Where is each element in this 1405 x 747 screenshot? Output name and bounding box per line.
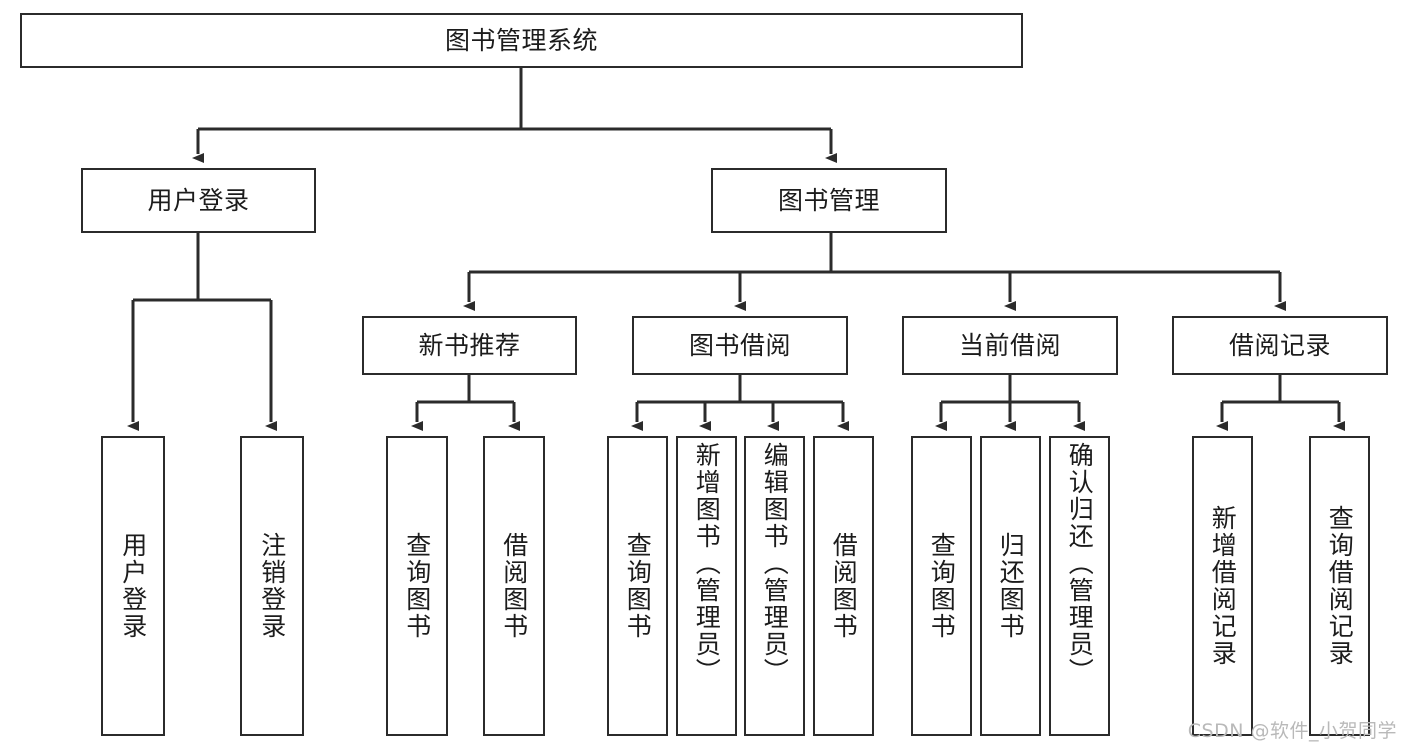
node-label: 查询图书 <box>623 532 653 640</box>
node-label: 当前借阅 <box>958 330 1061 360</box>
node-new-book-recommend[interactable]: 新书推荐 <box>362 316 577 375</box>
node-leaf-query-book-1[interactable]: 查询图书 <box>386 436 448 736</box>
node-label: 归还图书 <box>996 532 1026 640</box>
node-root-system[interactable]: 图书管理系统 <box>20 13 1023 68</box>
node-label: 图书管理系统 <box>444 25 598 55</box>
node-leaf-user-login[interactable]: 用户登录 <box>101 436 165 736</box>
node-leaf-add-record[interactable]: 新增借阅记录 <box>1192 436 1253 736</box>
node-leaf-query-book-3[interactable]: 查询图书 <box>911 436 972 736</box>
node-leaf-borrow-book-2[interactable]: 借阅图书 <box>813 436 874 736</box>
watermark-text: CSDN @软件_小贺同学 <box>1187 720 1397 742</box>
node-leaf-query-book-2[interactable]: 查询图书 <box>607 436 668 736</box>
node-label: 查询图书 <box>927 532 957 640</box>
node-leaf-borrow-book-1[interactable]: 借阅图书 <box>483 436 545 736</box>
node-label: 新增借阅记录 <box>1208 505 1238 667</box>
node-book-manage[interactable]: 图书管理 <box>711 168 947 233</box>
node-label: 借阅图书 <box>829 532 859 640</box>
node-book-borrow[interactable]: 图书借阅 <box>632 316 848 375</box>
node-leaf-return-book[interactable]: 归还图书 <box>980 436 1041 736</box>
node-current-borrow[interactable]: 当前借阅 <box>902 316 1118 375</box>
node-leaf-edit-book[interactable]: 编辑图书（管理员） <box>744 436 805 736</box>
node-label: 用户登录 <box>147 185 250 215</box>
node-label: 借阅记录 <box>1228 330 1331 360</box>
node-label: 新书推荐 <box>418 330 521 360</box>
node-leaf-logout[interactable]: 注销登录 <box>240 436 304 736</box>
node-label: 确认归还（管理员） <box>1065 442 1095 685</box>
node-label: 借阅图书 <box>499 532 529 640</box>
node-label: 图书管理 <box>777 185 880 215</box>
node-label: 编辑图书（管理员） <box>760 442 790 685</box>
node-leaf-confirm-return[interactable]: 确认归还（管理员） <box>1049 436 1110 736</box>
node-label: 图书借阅 <box>688 330 791 360</box>
node-label: 查询借阅记录 <box>1325 505 1355 667</box>
node-leaf-query-record[interactable]: 查询借阅记录 <box>1309 436 1370 736</box>
node-label: 查询图书 <box>402 532 432 640</box>
node-leaf-add-book[interactable]: 新增图书（管理员） <box>676 436 737 736</box>
node-label: 新增图书（管理员） <box>692 442 722 685</box>
node-label: 注销登录 <box>257 532 287 640</box>
node-user-login[interactable]: 用户登录 <box>81 168 316 233</box>
node-borrow-record[interactable]: 借阅记录 <box>1172 316 1388 375</box>
node-label: 用户登录 <box>118 532 148 640</box>
